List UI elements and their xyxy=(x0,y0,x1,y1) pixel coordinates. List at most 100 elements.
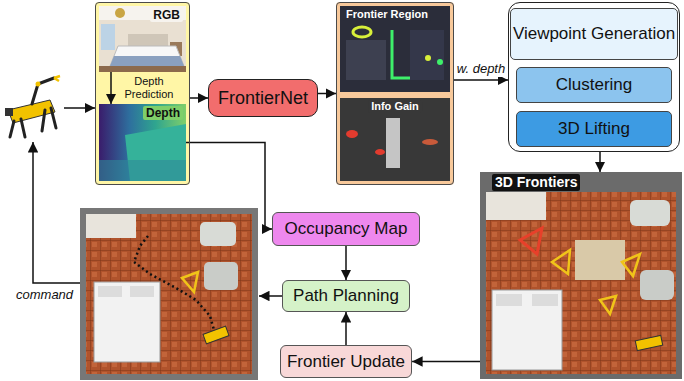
frontier-floorplan xyxy=(486,192,546,220)
image-label: RGB xyxy=(150,8,183,22)
path-floorplan xyxy=(182,272,198,292)
processing-panel: Viewpoint GenerationClustering 3D Lifting xyxy=(508,2,680,152)
process-box: Clustering xyxy=(516,67,672,103)
path-floorplan xyxy=(86,214,136,238)
process-box: Occupancy Map xyxy=(272,212,420,246)
image-label: Frontier Region xyxy=(343,8,431,21)
box-label: Clustering xyxy=(556,75,633,95)
path-floorplan xyxy=(98,286,122,297)
box-label: Path Planning xyxy=(293,286,399,306)
rgb-photo xyxy=(99,6,186,72)
connector-arrow xyxy=(318,93,336,95)
frontier-region-map xyxy=(346,40,386,80)
panel-fill xyxy=(336,2,454,185)
frontier-region-map xyxy=(340,6,450,92)
frontier-region-map xyxy=(353,27,371,37)
depth-map xyxy=(99,160,186,181)
layout-arrow xyxy=(64,107,95,109)
process-box: Viewpoint Generation xyxy=(510,8,678,60)
frontier-floorplan xyxy=(520,228,542,254)
image-label: 3D Frontiers xyxy=(492,174,580,191)
network-box: FrontierNet xyxy=(208,79,318,117)
frontier-map-image: 3D Frontiers xyxy=(480,172,682,379)
connector-arrow xyxy=(599,152,601,172)
rgb-photo xyxy=(99,66,186,72)
frontier-region-map xyxy=(340,6,450,92)
rgb-photo xyxy=(110,46,184,66)
path-floorplan xyxy=(203,326,229,344)
connector-arrow xyxy=(345,246,347,280)
frontier-floorplan xyxy=(492,290,562,370)
panel-fill xyxy=(95,2,190,185)
rgb-photo xyxy=(128,34,168,46)
frontier-region-map xyxy=(410,30,444,80)
box-label: Occupancy Map xyxy=(285,219,408,239)
prediction-panel: Frontier RegionInfo Gain xyxy=(336,2,454,185)
layout-arrow xyxy=(33,142,80,283)
connector-arrow xyxy=(110,72,112,104)
process-box: 3D Lifting xyxy=(516,111,672,147)
frontier-floorplan xyxy=(640,270,674,300)
frontier-floorplan xyxy=(630,200,670,226)
connector-arrow xyxy=(345,312,347,345)
info-gain-map xyxy=(340,98,450,181)
robot-illustration xyxy=(32,78,54,104)
rgb-photo xyxy=(99,6,186,72)
layout-arrow xyxy=(259,295,282,297)
rgb-photo xyxy=(115,8,125,18)
image-label: Info Gain xyxy=(368,100,422,113)
connector-arrow xyxy=(412,361,480,363)
path-floorplan xyxy=(134,236,214,330)
frontier-floorplan xyxy=(600,296,616,314)
frontier-region-map xyxy=(425,55,431,61)
frontier-floorplan xyxy=(486,192,676,374)
info-gain-map xyxy=(346,130,358,138)
frontier-region-map xyxy=(437,59,443,65)
layout-arrow xyxy=(33,108,282,296)
info-gain-map xyxy=(386,118,400,168)
robot-illustration xyxy=(10,108,56,137)
process-box: Path Planning xyxy=(282,280,410,312)
path-floorplan xyxy=(80,208,258,380)
robot-illustration xyxy=(54,76,60,81)
frontier-floorplan xyxy=(622,254,640,276)
frontier-region-map xyxy=(392,30,410,78)
frontier-floorplan xyxy=(496,294,522,306)
robot-illustration xyxy=(36,82,41,87)
depth-map xyxy=(99,104,186,181)
depth-image: Depth xyxy=(99,104,186,181)
image-label: Depth xyxy=(143,106,183,120)
edge-label: Depth Prediction xyxy=(116,75,182,100)
path-floorplan xyxy=(80,208,258,380)
path-floorplan xyxy=(200,222,236,246)
frontier-floorplan xyxy=(635,335,663,350)
rgb-photo xyxy=(101,24,115,50)
flow-label: command xyxy=(16,288,73,303)
frontier-region-image: Frontier Region xyxy=(340,6,450,92)
frontier-floorplan xyxy=(480,172,682,379)
depth-map xyxy=(99,104,186,181)
rgb-photo xyxy=(110,56,184,66)
rgb-image: RGB xyxy=(99,6,186,72)
connector-arrow xyxy=(190,97,208,99)
path-floorplan xyxy=(86,214,252,374)
path-floorplan xyxy=(94,282,160,362)
frontier-floorplan xyxy=(552,250,570,274)
path-floorplan xyxy=(204,262,238,290)
info-gain-map xyxy=(375,149,385,155)
path-floorplan xyxy=(130,286,154,297)
box-label: FrontierNet xyxy=(218,88,308,109)
box-label: 3D Lifting xyxy=(558,119,630,139)
process-box: Frontier Update xyxy=(280,345,412,378)
edge-label: w. depth xyxy=(457,62,505,77)
info-gain-image: Info Gain xyxy=(340,98,450,181)
info-gain-map xyxy=(422,139,438,145)
connector-arrow xyxy=(454,79,508,81)
panel-fill xyxy=(95,2,454,185)
box-label: Viewpoint Generation xyxy=(513,24,675,44)
robot-illustration xyxy=(5,108,13,116)
box-label: Frontier Update xyxy=(287,352,405,372)
frontier-floorplan xyxy=(480,172,682,379)
robot-illustration xyxy=(5,76,60,137)
